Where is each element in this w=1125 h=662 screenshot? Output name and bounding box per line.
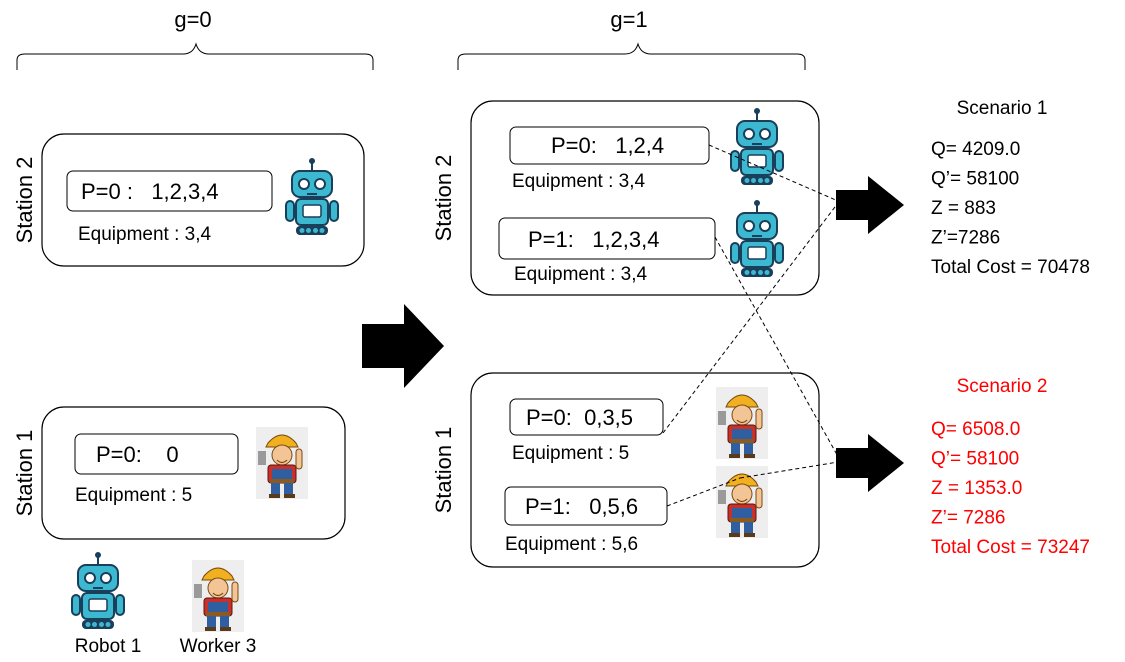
g1-station1-p0-box <box>509 398 664 436</box>
header-g1: g=1 <box>610 7 647 32</box>
g0-station1-equipment: Equipment : 5 <box>75 485 192 506</box>
g0-station2-box <box>41 133 365 267</box>
g1-station2-eq0: Equipment : 3,4 <box>512 171 646 192</box>
right-arrow-icon <box>362 304 444 388</box>
scenario2-line: Q’= 58100 <box>931 449 1019 470</box>
g1-station1-eq1: Equipment : 5,6 <box>505 534 638 555</box>
g0-station1-process-box <box>74 433 239 475</box>
scenario2-line: Z’= 7286 <box>931 508 1005 529</box>
g0-station1-box <box>41 406 346 540</box>
g0-station2-process: P=0 : 1,2,3,4 <box>81 179 219 204</box>
scenario-connectors <box>662 144 841 507</box>
right-arrow-icon <box>836 434 904 492</box>
scenario2-line: Q= 6508.0 <box>931 419 1020 440</box>
header-g0: g=0 <box>174 7 211 32</box>
g1-station2-eq1: Equipment : 3,4 <box>514 264 648 285</box>
g1-station2-p1-box <box>498 217 716 260</box>
worker-icon <box>715 465 769 539</box>
g1-station1-p1: P=1: 0,5,6 <box>525 494 638 519</box>
g1-station2-box <box>470 100 820 296</box>
scenario2-line: Total Cost = 73247 <box>931 537 1090 558</box>
g0-station2-equipment: Equipment : 3,4 <box>78 224 212 245</box>
brace-g1 <box>457 42 806 70</box>
g1-station2-label: Station 2 <box>431 155 456 242</box>
scenario2-line: Z = 1353.0 <box>931 478 1022 499</box>
scenario1-line: Z = 883 <box>931 198 996 219</box>
robot-icon <box>285 157 339 236</box>
g1-station2-p1: P=1: 1,2,3,4 <box>528 227 659 252</box>
legend-worker-label: Worker 3 <box>180 636 257 657</box>
scenario2-results: Q= 6508.0Q’= 58100 Z = 1353.0Z’= 7286Tota… <box>931 419 1090 558</box>
g1-station1-box <box>470 372 820 568</box>
legend-robot-label: Robot 1 <box>75 636 142 657</box>
g0-station2-process-box <box>66 170 273 212</box>
g1-station1-label: Station 1 <box>431 427 456 514</box>
scenario1-line: Z’=7286 <box>931 228 1000 249</box>
g0-station2-label: Station 2 <box>12 157 37 244</box>
scenario1-line: Q= 4209.0 <box>931 139 1020 160</box>
scenario2-title: Scenario 2 <box>957 376 1048 397</box>
g0-station1-label: Station 1 <box>12 430 37 517</box>
worker-icon <box>255 426 309 500</box>
scenario1-line: Total Cost = 70478 <box>931 257 1090 278</box>
scenario1-line: Q’= 58100 <box>931 169 1019 190</box>
brace-g0 <box>16 42 374 70</box>
g1-station1-eq0: Equipment : 5 <box>512 443 629 464</box>
g1-station2-p0: P=0: 1,2,4 <box>551 133 664 158</box>
scenario1-title: Scenario 1 <box>957 98 1048 119</box>
worker-icon <box>715 386 769 460</box>
right-arrow-icon <box>836 176 904 234</box>
legend-robot-icon <box>71 551 125 630</box>
legend-worker-icon <box>191 559 245 633</box>
g1-station1-p0: P=0: 0,3,5 <box>526 405 633 430</box>
robot-icon <box>730 199 784 278</box>
g0-station1-process: P=0: 0 <box>96 442 179 467</box>
